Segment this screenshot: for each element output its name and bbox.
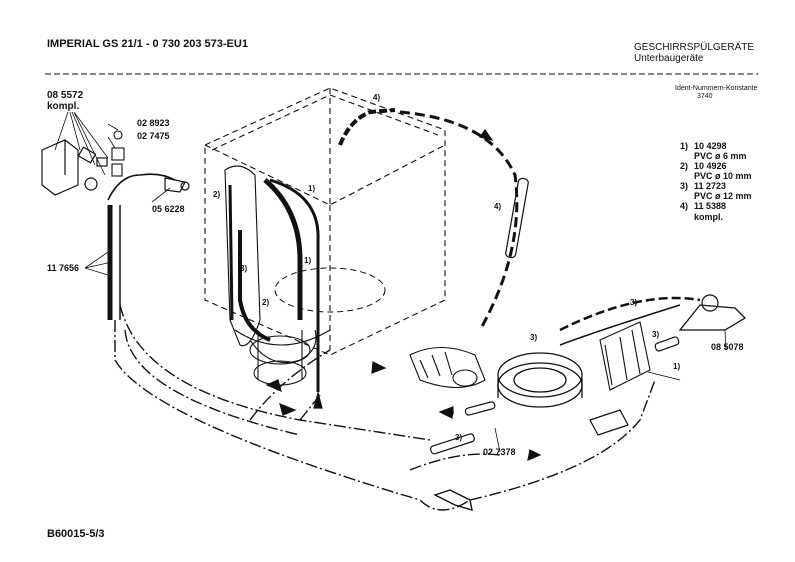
callout-3: 3) xyxy=(240,264,248,273)
hose-4-segment xyxy=(505,177,529,259)
hose-2-vertical xyxy=(263,178,303,320)
spray-arm-outline xyxy=(274,267,386,313)
filter-bowl xyxy=(497,352,583,408)
drawing-title: IMPERIAL GS 21/1 - 0 730 203 573-EU1 xyxy=(47,38,248,50)
callout-3: 3) xyxy=(455,433,463,442)
parts-list-code: 10 4298 xyxy=(694,141,727,151)
callout-2: 2) xyxy=(213,190,221,199)
hose-3-vertical xyxy=(238,230,271,342)
category-label: GESCHIRRSPÜLGERÄTE xyxy=(634,42,755,53)
hose-piece-3-c xyxy=(654,336,680,352)
hose-4-top xyxy=(338,108,396,146)
drawing-id: B60015-5/3 xyxy=(47,528,105,540)
part-label-028923: 02 8923 xyxy=(137,118,170,128)
callout-1: 1) xyxy=(304,256,312,265)
parts-list-code: 11 5388 xyxy=(694,201,727,212)
part-label-056228: 05 6228 xyxy=(152,204,185,214)
tub-outline xyxy=(204,87,446,356)
pump-assembly-left xyxy=(224,165,331,386)
parts-list-desc: kompl. xyxy=(694,211,724,222)
callout-3: 3) xyxy=(630,298,638,307)
part-label-027378: 02 7378 xyxy=(483,447,516,457)
callout-3: 3) xyxy=(652,330,660,339)
parts-list-desc: PVC ø 10 mm xyxy=(694,171,752,182)
hose-piece-3-b xyxy=(430,433,475,455)
parts-list-num: 3) xyxy=(680,181,689,192)
bracket-085078 xyxy=(678,304,747,331)
ident-label: Ident-Nummern-Konstante xyxy=(675,85,758,92)
valve-kit-085572 xyxy=(41,139,108,196)
part-label-117656: 11 7656 xyxy=(47,263,80,273)
parts-list-num: 2) xyxy=(680,161,689,172)
ident-value: 3740 xyxy=(697,93,713,100)
callout-2: 2) xyxy=(262,298,270,307)
circulation-pump xyxy=(409,347,486,388)
drain-elbow xyxy=(433,489,473,511)
hose-piece-3-a xyxy=(464,401,496,416)
callout-1: 1) xyxy=(673,362,681,371)
parts-list-code: 11 2723 xyxy=(694,181,727,192)
part-label-027475: 02 7475 xyxy=(137,131,170,141)
parts-list-desc: PVC ø 12 mm xyxy=(694,191,752,202)
part-label-085572-note: kompl. xyxy=(47,101,80,112)
part-label-085572: 08 5572 xyxy=(47,90,84,101)
parts-list-desc: PVC ø 6 mm xyxy=(694,151,747,162)
hose-3-upper xyxy=(559,296,701,332)
hose-1-vertical xyxy=(269,178,320,392)
parts-list-num: 4) xyxy=(680,201,689,212)
parts-list-num: 1) xyxy=(680,141,689,151)
fittings-028923-027475 xyxy=(111,130,125,177)
inlet-valve-bottom xyxy=(589,409,629,436)
callout-4: 4) xyxy=(373,93,381,102)
callout-4: 4) xyxy=(494,202,502,211)
callout-1: 1) xyxy=(308,184,316,193)
callout-3: 3) xyxy=(447,407,455,416)
control-module xyxy=(599,321,651,391)
parts-list-code: 10 4926 xyxy=(694,161,727,172)
callout-3: 3) xyxy=(530,333,538,342)
part-label-085078: 08 5078 xyxy=(711,342,744,352)
flow-arrows xyxy=(265,128,542,461)
base-frame-lines xyxy=(114,304,656,511)
inlet-hose-117656 xyxy=(107,173,176,201)
subcategory-label: Unterbaugeräte xyxy=(634,53,704,64)
